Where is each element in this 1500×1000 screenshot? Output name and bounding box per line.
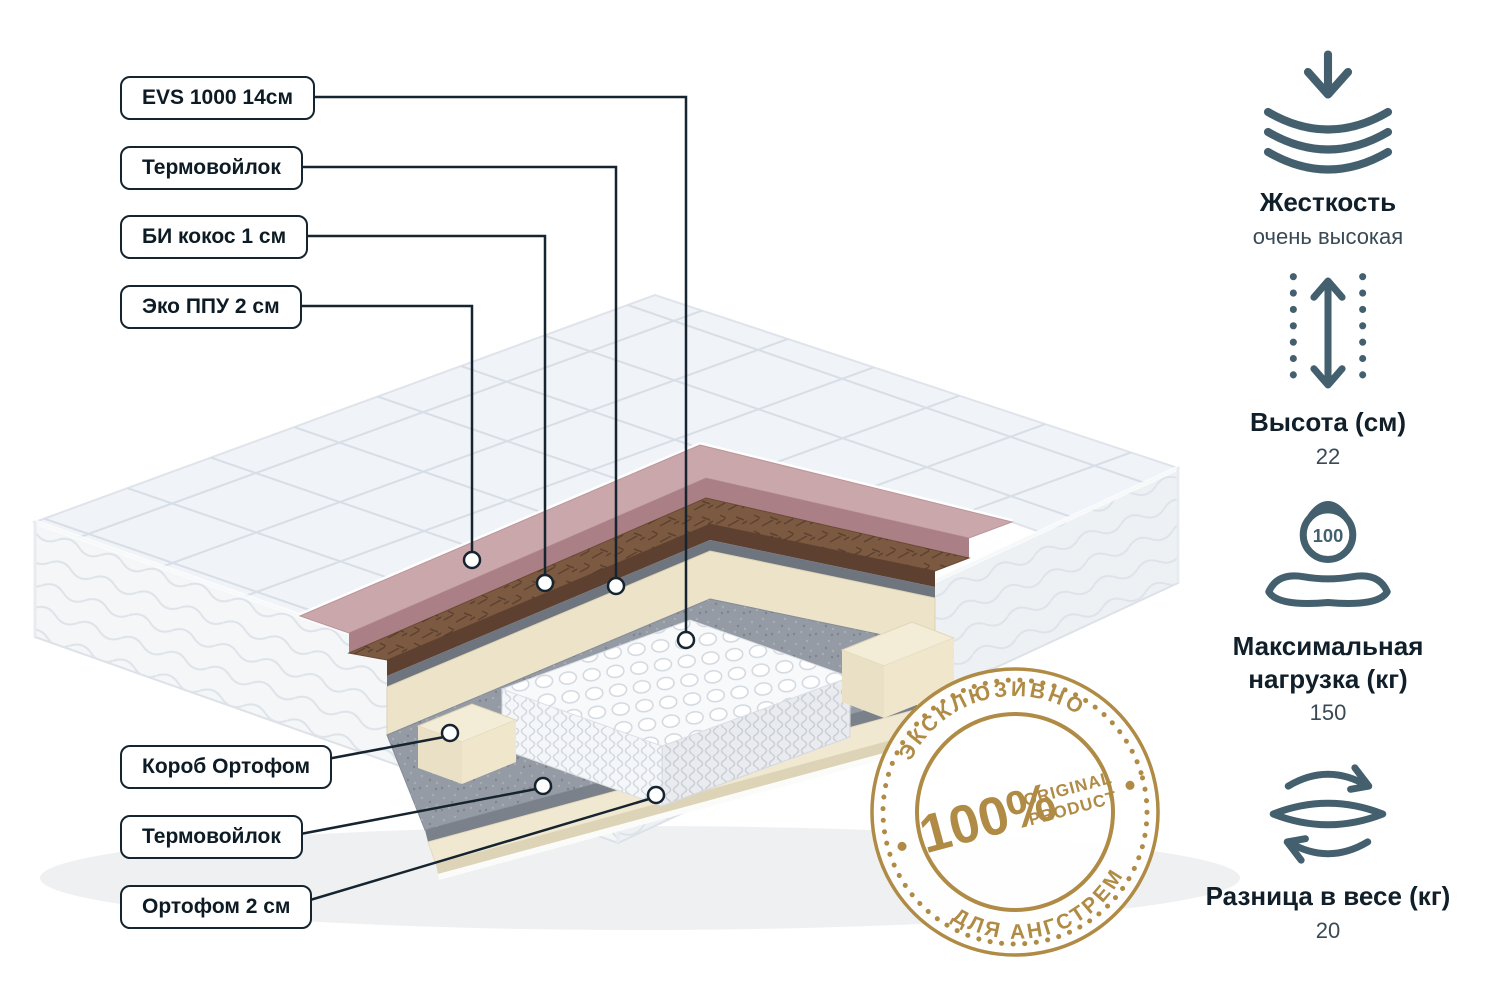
spec-firmness-title: Жесткость xyxy=(1259,187,1397,217)
callout-label-orthofoam-box: Короб Ортофом xyxy=(120,745,333,789)
spec-firmness-value: очень высокая xyxy=(1252,223,1404,249)
callout-label-thermofelt-bottom: Термовойлок xyxy=(120,815,303,859)
stamp-side-dot-left xyxy=(897,841,907,851)
height-icon xyxy=(1289,273,1367,393)
callout-label-eco-ppu: Эко ППУ 2 см xyxy=(120,285,302,329)
callout-line-eco-ppu xyxy=(250,304,474,552)
callout-label-bi-coconut: БИ кокос 1 см xyxy=(120,215,309,259)
spec-height-title: Высота (см) xyxy=(1249,407,1407,437)
spec-max-load-title: Максимальная нагрузка (кг) xyxy=(1232,631,1424,694)
spec-height: Высота (см) 22 xyxy=(1188,268,1468,470)
original-product-stamp: ЭКСКЛЮЗИВНО ДЛЯ АНГСТРЕМ 100% ORIGINAL P… xyxy=(870,656,1160,964)
callout-label-thermofelt-top: Термовойлок xyxy=(120,146,303,190)
callout-label-evs-1000: EVS 1000 14см xyxy=(120,76,315,120)
callout-point-thermofelt-bottom xyxy=(533,776,553,796)
max-load-icon: 100 xyxy=(1265,501,1391,607)
callout-lines xyxy=(250,95,696,908)
stamp-outer-ring xyxy=(870,667,1160,957)
stamp-inner-ring xyxy=(915,712,1115,912)
spring-block xyxy=(500,619,852,807)
layer-foam-pink xyxy=(298,444,1014,653)
callout-label-orthofoam-bottom: Ортофом 2 см xyxy=(120,885,313,929)
stamp-dotted-ring xyxy=(880,677,1150,947)
spec-weight-difference-value: 20 xyxy=(1315,917,1341,943)
firmness-icon xyxy=(1263,50,1393,174)
callout-line-orthofoam-bottom xyxy=(289,797,650,908)
layer-coconut xyxy=(347,497,971,676)
spec-firmness: Жесткость очень высокая xyxy=(1188,46,1468,250)
spec-weight-difference: Разница в весе (кг) 20 xyxy=(1188,756,1468,944)
callout-point-evs-1000 xyxy=(676,630,696,650)
foam-box-rail-right xyxy=(840,621,956,718)
layer-felt-top xyxy=(387,540,935,687)
callout-line-bi-coconut xyxy=(250,234,547,575)
stamp-side-dot-right xyxy=(1125,780,1135,790)
callout-point-thermofelt-top xyxy=(606,576,626,596)
weight-difference-icon xyxy=(1269,764,1387,864)
max-load-icon-label: 100 xyxy=(1313,525,1344,546)
callout-point-orthofoam-bottom xyxy=(646,785,666,805)
callout-point-bi-coconut xyxy=(535,573,555,593)
callout-point-eco-ppu xyxy=(462,550,482,570)
spec-max-load-value: 150 xyxy=(1309,700,1347,725)
spec-max-load: 100 Максимальная нагрузка (кг) 150 xyxy=(1188,484,1468,727)
callout-point-orthofoam-box xyxy=(440,723,460,743)
callout-line-evs-1000 xyxy=(250,95,688,632)
callout-line-thermofelt-bottom xyxy=(289,787,537,838)
callout-line-thermofelt-top xyxy=(250,165,618,578)
mattress-body xyxy=(32,293,1181,880)
spec-height-value: 22 xyxy=(1315,443,1341,469)
spec-weight-difference-title: Разница в весе (кг) xyxy=(1205,881,1451,911)
